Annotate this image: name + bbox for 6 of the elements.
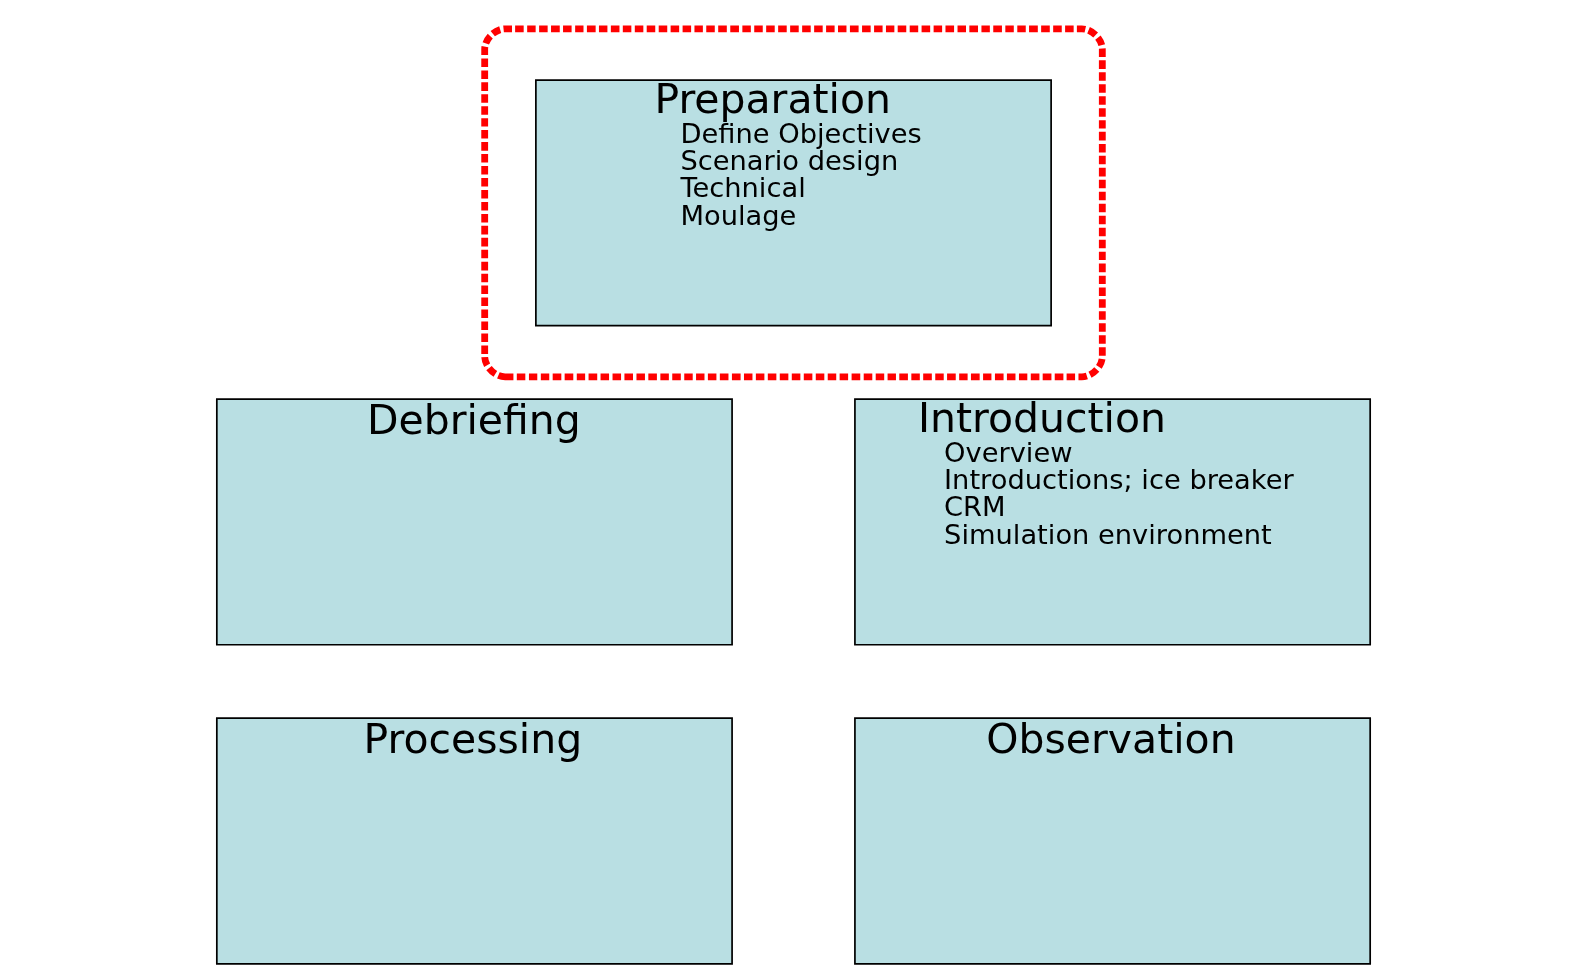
node-box: Introduction Overview Introductions; ice breaker CRM Simulation environment xyxy=(854,398,1372,646)
node-box: Preparation Define Objectives Scenario design Technical Moulage xyxy=(535,79,1052,327)
node-box: Debriefing xyxy=(215,398,733,646)
cluster xyxy=(481,25,1106,381)
node-box: Processing xyxy=(215,717,733,965)
node-box: Observation xyxy=(854,717,1372,965)
